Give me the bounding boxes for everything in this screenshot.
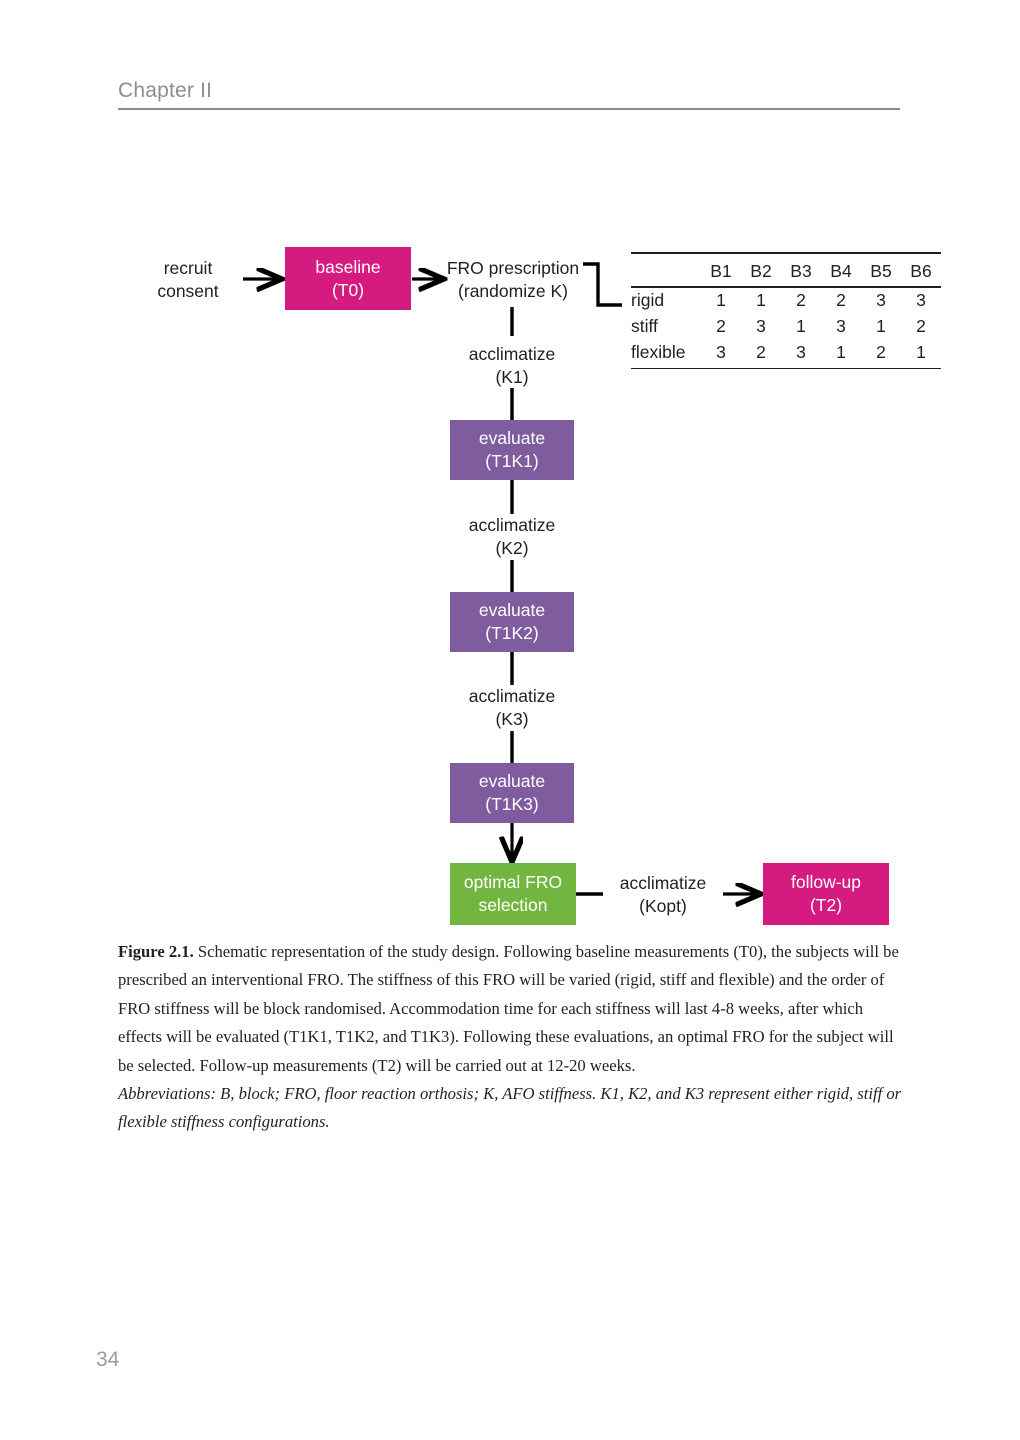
node-evaluate-t1k3-line2: (T1K3): [485, 794, 539, 814]
node-acclimatize-kopt: acclimatize (Kopt): [600, 872, 726, 918]
page-number: 34: [96, 1348, 120, 1371]
node-optimal-fro-selection[interactable]: optimal FRO selection: [450, 863, 576, 925]
node-acclimatize-k3-line1: acclimatize: [468, 686, 556, 706]
table-corner-cell: [631, 259, 701, 288]
node-fro-prescription-line2: (randomize K): [458, 281, 568, 301]
table-cell: 2: [836, 290, 846, 310]
node-follow-up-line2: (T2): [809, 895, 843, 915]
table-col-b1: B1: [701, 259, 741, 288]
node-evaluate-t1k1-line2: (T1K1): [485, 451, 539, 471]
node-recruit-consent-line2: consent: [157, 281, 219, 301]
node-recruit-consent-line1: recruit: [163, 258, 213, 278]
node-fro-prescription: FRO prescription (randomize K): [440, 257, 586, 303]
node-baseline[interactable]: baseline (T0): [285, 247, 411, 310]
node-acclimatize-k2-line1: acclimatize: [468, 515, 556, 535]
table-row-label-rigid: rigid: [631, 290, 665, 310]
table-row-label-stiff: stiff: [631, 316, 658, 336]
table-col-b2: B2: [741, 259, 781, 288]
table-cell: 3: [876, 290, 886, 310]
node-follow-up-line1: follow-up: [790, 872, 862, 892]
node-optimal-fro-selection-line1: optimal FRO: [463, 872, 563, 892]
table-cell: 1: [821, 340, 861, 369]
table-cell: 1: [876, 316, 886, 336]
node-acclimatize-kopt-line2: (Kopt): [639, 896, 687, 916]
table-col-b3: B3: [781, 259, 821, 288]
figure-connectors: [243, 262, 1020, 930]
node-acclimatize-k2: acclimatize (K2): [437, 514, 587, 560]
table-cell: 3: [781, 340, 821, 369]
node-baseline-line2: (T0): [331, 279, 365, 300]
table-col-b6: B6: [901, 259, 941, 288]
table-cell: 2: [916, 316, 926, 336]
table-col-b4: B4: [821, 259, 861, 288]
node-recruit-consent: recruit consent: [133, 257, 243, 303]
figure-caption-body: Schematic representation of the study de…: [118, 942, 899, 1075]
node-acclimatize-k3-line2: (K3): [495, 709, 529, 729]
node-acclimatize-kopt-line1: acclimatize: [619, 873, 707, 893]
table-row: rigid 1 1 2 2 3 3: [631, 287, 941, 314]
node-acclimatize-k2-line2: (K2): [495, 538, 529, 558]
table-cell: 3: [756, 316, 766, 336]
table-cell: 3: [701, 340, 741, 369]
table-row: stiff 2 3 1 3 1 2: [631, 314, 941, 340]
node-evaluate-t1k2[interactable]: evaluate (T1K2): [450, 592, 574, 652]
table-cell: 1: [796, 316, 806, 336]
node-acclimatize-k3: acclimatize (K3): [437, 685, 587, 731]
block-randomisation-table: B1 B2 B3 B4 B5 B6 rigid 1 1 2 2 3 3 stif…: [631, 252, 941, 369]
table-cell: 3: [836, 316, 846, 336]
header-rule: [118, 108, 900, 110]
table-cell: 1: [756, 290, 766, 310]
table-cell: 1: [716, 290, 726, 310]
running-head: Chapter II: [118, 78, 900, 110]
figure-2-1: recruit consent baseline (T0) FRO prescr…: [133, 247, 1020, 930]
table-col-b5: B5: [861, 259, 901, 288]
connector-prescription-to-table: [583, 262, 622, 307]
table-row-label-flexible: flexible: [631, 340, 701, 369]
table-cell: 2: [861, 340, 901, 369]
table-cell: 3: [916, 290, 926, 310]
node-acclimatize-k1: acclimatize (K1): [437, 343, 587, 389]
table-cell: 1: [901, 340, 941, 369]
table-header-row: B1 B2 B3 B4 B5 B6: [631, 259, 941, 288]
node-follow-up[interactable]: follow-up (T2): [763, 863, 889, 925]
table-row: flexible 3 2 3 1 2 1: [631, 340, 941, 369]
table-cell: 2: [796, 290, 806, 310]
node-fro-prescription-line1: FRO prescription: [446, 258, 580, 278]
node-optimal-fro-selection-line2: selection: [478, 895, 548, 915]
node-acclimatize-k1-line1: acclimatize: [468, 344, 556, 364]
table-cell: 2: [741, 340, 781, 369]
node-evaluate-t1k1-line1: evaluate: [478, 428, 546, 448]
node-evaluate-t1k2-line1: evaluate: [478, 600, 546, 620]
figure-caption: Figure 2.1. Schematic representation of …: [118, 938, 902, 1137]
figure-caption-abbreviations: Abbreviations: B, block; FRO, floor reac…: [118, 1084, 902, 1132]
node-evaluate-t1k3[interactable]: evaluate (T1K3): [450, 763, 574, 823]
node-acclimatize-k1-line2: (K1): [495, 367, 529, 387]
figure-caption-label: Figure 2.1.: [118, 942, 194, 961]
node-evaluate-t1k2-line2: (T1K2): [485, 623, 539, 643]
node-baseline-line1: baseline: [315, 256, 381, 277]
chapter-title: Chapter II: [118, 79, 213, 102]
node-evaluate-t1k3-line1: evaluate: [478, 771, 546, 791]
table-top-rule: [631, 252, 941, 259]
table-cell: 2: [716, 316, 726, 336]
node-evaluate-t1k1[interactable]: evaluate (T1K1): [450, 420, 574, 480]
